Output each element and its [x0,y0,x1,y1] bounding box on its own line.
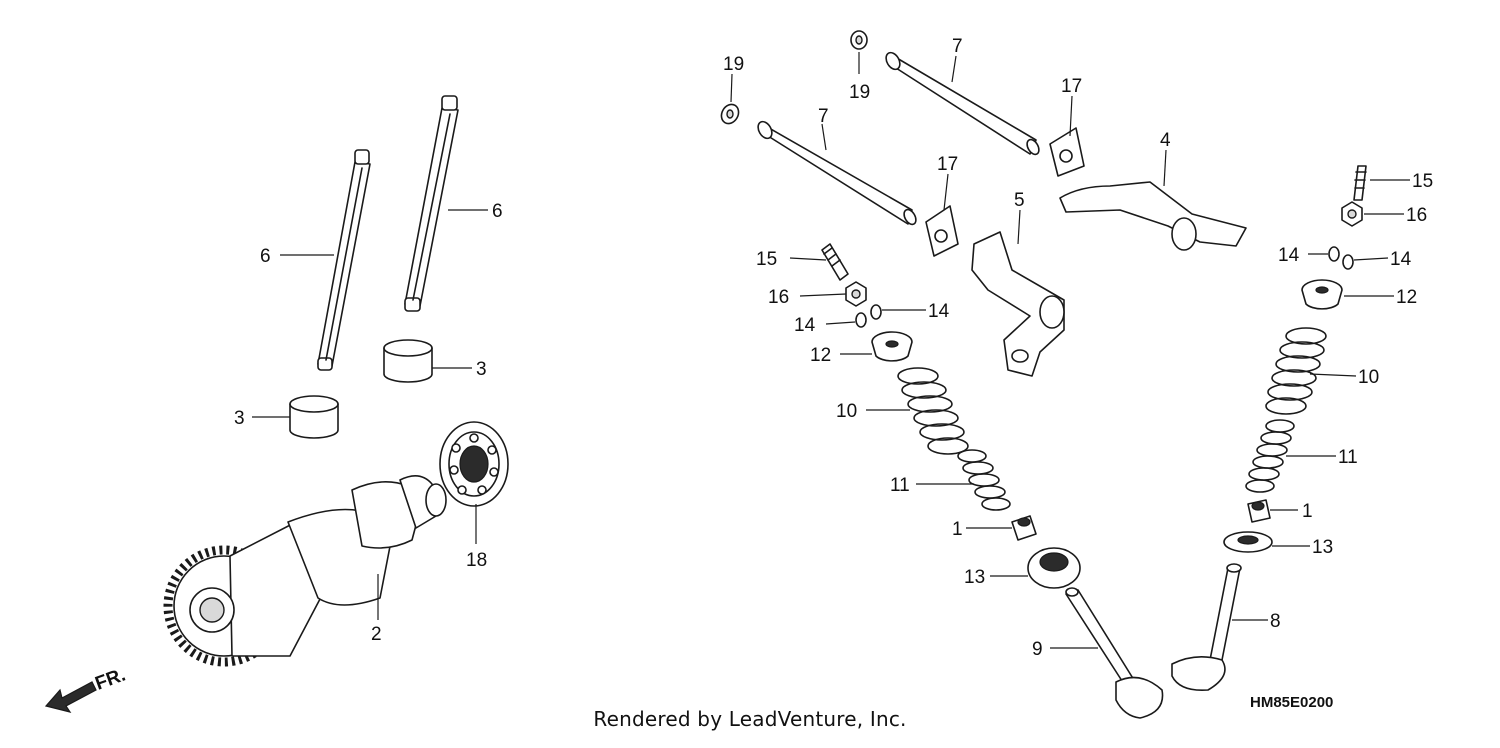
rocker-arm-left[interactable] [971,231,1065,377]
callout-8: 8 [1270,611,1281,632]
callout-13: 13 [1312,537,1333,558]
valve-lifter-left[interactable] [289,395,339,439]
callout-10: 10 [1358,367,1379,388]
callout-15: 15 [756,249,777,270]
callout-11: 11 [890,475,910,496]
callout-14: 14 [928,301,950,322]
spring-seat-right[interactable] [1223,531,1273,553]
shaft-plate-right[interactable] [1049,127,1085,177]
callout-16: 16 [768,287,789,308]
callout-7: 7 [952,36,963,57]
callout-2: 2 [371,624,382,645]
outer-valve-spring-right[interactable] [1265,327,1327,415]
callout-5: 5 [1014,190,1025,211]
callout-6: 6 [260,246,271,267]
front-indicator: FR. [93,664,129,694]
lock-nut-left[interactable] [845,281,867,307]
footer-credit: Rendered by LeadVenture, Inc. [593,707,907,731]
callout-1: 1 [1302,501,1313,522]
callout-15: 15 [1412,171,1433,192]
valve-cotter-right-b[interactable] [1342,254,1354,270]
exhaust-valve[interactable] [1065,587,1164,719]
callout-19: 19 [849,82,870,103]
callout-1: 1 [952,519,963,540]
callout-17: 17 [1061,76,1082,97]
callout-11: 11 [1338,447,1358,468]
lock-nut-right[interactable] [1341,201,1363,227]
callout-10: 10 [836,401,857,422]
valve-cotter-left-b[interactable] [870,304,882,320]
camshaft[interactable] [163,475,447,667]
callout-12: 12 [1396,287,1417,308]
callout-12: 12 [810,345,831,366]
callout-14: 14 [1390,249,1412,270]
rocker-shaft-clip-top[interactable] [850,30,868,50]
callout-7: 7 [818,106,829,127]
callout-4: 4 [1160,130,1171,151]
leader-lines [252,52,1410,649]
inner-valve-spring-left[interactable] [957,449,1011,511]
callout-17: 17 [937,154,958,175]
rocker-arm-shaft-right[interactable] [883,50,1041,156]
rocker-arm-shaft-left[interactable] [755,119,918,226]
callout-19: 19 [723,54,744,75]
spring-seat-left[interactable] [1027,547,1081,589]
inner-valve-spring-right[interactable] [1245,419,1295,493]
callout-16: 16 [1406,205,1427,226]
valve-stem-seal-left[interactable] [1011,515,1037,541]
callout-3: 3 [234,408,245,429]
valve-lifter-right[interactable] [383,339,433,383]
callout-14: 14 [794,315,816,336]
shaft-plate-left[interactable] [925,205,959,257]
diagram-code: HM85E0200 [1250,694,1334,711]
outer-valve-spring-left[interactable] [897,367,969,455]
callout-14: 14 [1278,245,1300,266]
callout-numbers: 19 19 7 7 17 17 4 5 15 15 16 16 14 14 14… [234,36,1433,660]
callout-9: 9 [1032,639,1043,660]
push-rod-right[interactable] [404,95,459,312]
adjusting-screw-right[interactable] [1353,165,1367,201]
rocker-arm-right[interactable] [1059,181,1247,251]
callout-13: 13 [964,567,985,588]
spring-retainer-right[interactable] [1301,279,1343,310]
valve-stem-seal-right[interactable] [1247,499,1271,523]
valve-cotter-left-a[interactable] [855,312,867,328]
camshaft-bearing[interactable] [439,421,509,507]
callout-3: 3 [476,359,487,380]
callout-18: 18 [466,550,487,571]
rocker-shaft-clip-left[interactable] [718,101,742,126]
intake-valve[interactable] [1171,563,1242,692]
callout-6: 6 [492,201,503,222]
adjusting-screw-left[interactable] [821,243,849,281]
spring-retainer-left[interactable] [871,331,913,362]
push-rod-left[interactable] [317,149,371,371]
valve-cotter-right-a[interactable] [1328,246,1340,262]
front-arrow-icon [44,681,97,713]
